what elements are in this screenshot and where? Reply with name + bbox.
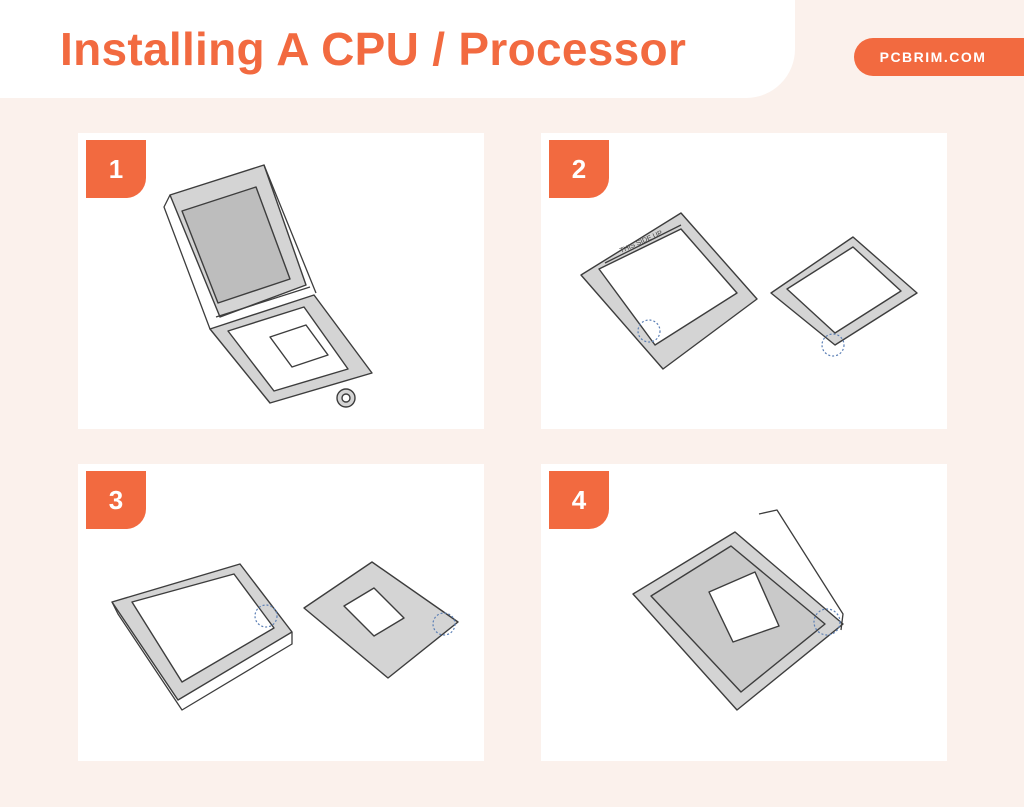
title-bar: Installing A CPU / Processor — [0, 0, 795, 98]
lever-arm — [758, 509, 844, 631]
open-socket-illustration — [163, 164, 373, 408]
socket-and-cpu-underside-illustration — [111, 561, 459, 711]
lever-arm — [263, 164, 317, 294]
socket-alignment-marker — [254, 604, 278, 628]
page-title: Installing A CPU / Processor — [60, 23, 687, 75]
socket-alignment-marker — [637, 319, 661, 343]
cpu-heatspreader — [786, 246, 902, 334]
step-2-panel: THIS SIDE UP 2 — [541, 133, 947, 429]
step-4-panel: 4 — [541, 464, 947, 761]
step-2-badge: 2 — [549, 140, 609, 198]
cpu-installed-illustration — [632, 509, 844, 711]
socket-opening — [131, 573, 275, 683]
socket-cover — [598, 228, 738, 346]
step-3-badge: 3 — [86, 471, 146, 529]
installed-cpu-center — [708, 571, 780, 643]
socket-and-cpu-illustration: THIS SIDE UP — [580, 212, 918, 370]
step-3-panel: 3 — [78, 464, 484, 761]
step-4-badge: 4 — [549, 471, 609, 529]
alignment-marker — [813, 608, 841, 636]
cpu-alignment-marker — [432, 612, 456, 636]
socket-pins-area — [269, 324, 329, 368]
load-plate-window — [181, 186, 291, 304]
cpu-alignment-marker — [821, 333, 845, 357]
cpu-center-pad — [343, 587, 405, 637]
step-1-panel: 1 — [78, 133, 484, 429]
step-1-badge: 1 — [86, 140, 146, 198]
site-badge[interactable]: PCBRIM.COM — [854, 38, 1024, 76]
